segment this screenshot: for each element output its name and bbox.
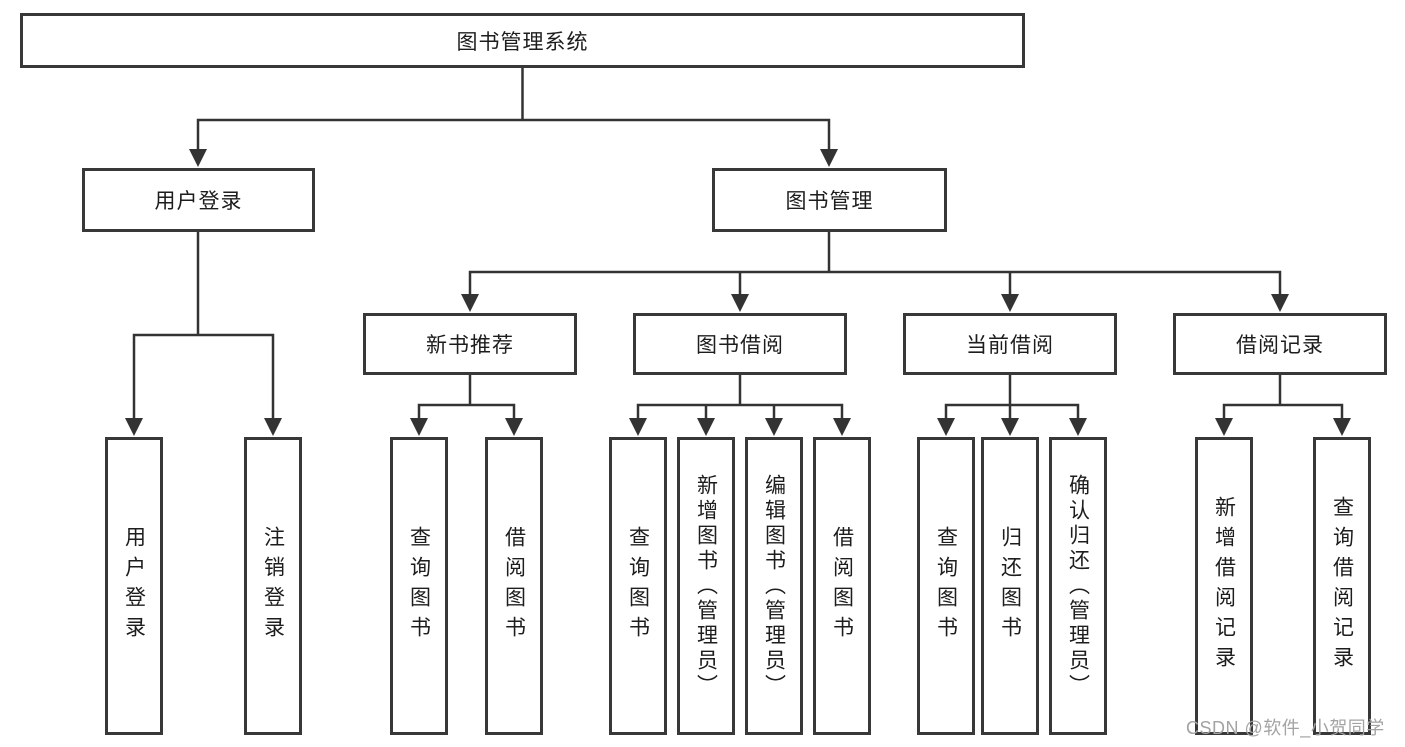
leaf-query-books-current-label: 查询图书 <box>934 526 958 646</box>
node-borrow-records-label: 借阅记录 <box>1236 334 1324 357</box>
leaf-query-books-recommend-label: 查询图书 <box>407 526 431 646</box>
leaf-edit-books-admin: 编辑图书（管理员） <box>745 437 803 735</box>
arrowhead-icon <box>461 294 479 312</box>
arrowhead-icon <box>697 418 715 436</box>
leaf-query-borrow-record-label: 查询借阅记录 <box>1330 496 1354 676</box>
node-book-borrow: 图书借阅 <box>633 313 847 375</box>
edge-root-to-level2 <box>196 68 831 152</box>
leaf-query-borrow-record: 查询借阅记录 <box>1313 437 1371 735</box>
arrowhead-icon <box>1069 418 1087 436</box>
edge-bookmgmt-to-level3 <box>468 232 1282 297</box>
arrowhead-icon <box>937 418 955 436</box>
arrowhead-icon <box>731 294 749 312</box>
edge-bookborrow-to-leaves <box>636 375 844 421</box>
arrowhead-icon <box>629 418 647 436</box>
leaf-borrow-books-label: 借阅图书 <box>830 526 854 646</box>
edge-userlogin-to-leaves <box>132 232 275 421</box>
arrowhead-icon <box>410 418 428 436</box>
leaf-logout-label: 注销登录 <box>261 526 285 646</box>
leaf-query-books-current: 查询图书 <box>917 437 975 735</box>
leaf-user-login-label: 用户登录 <box>122 526 146 646</box>
leaf-query-books-borrow-label: 查询图书 <box>626 526 650 646</box>
leaf-return-books-label: 归还图书 <box>998 526 1022 646</box>
node-new-book-recommend-label: 新书推荐 <box>426 334 514 357</box>
arrowhead-icon <box>833 418 851 436</box>
edge-newbook-to-leaves <box>417 375 516 421</box>
arrowhead-icon <box>1215 418 1233 436</box>
node-book-management-label: 图书管理 <box>785 190 874 213</box>
node-user-login-label: 用户登录 <box>154 190 243 213</box>
node-book-borrow-label: 图书借阅 <box>696 334 784 357</box>
arrowhead-icon <box>1001 418 1019 436</box>
arrowhead-icon <box>820 149 838 167</box>
tree-edges <box>132 68 1344 421</box>
leaf-add-books-admin: 新增图书（管理员） <box>677 437 735 735</box>
arrowhead-icon <box>125 418 143 436</box>
leaf-confirm-return-admin: 确认归还（管理员） <box>1049 437 1107 735</box>
leaf-edit-books-admin-label: 编辑图书（管理员） <box>762 473 786 699</box>
leaf-logout: 注销登录 <box>244 437 302 735</box>
node-new-book-recommend: 新书推荐 <box>363 313 577 375</box>
csdn-watermark: CSDN @软件_小贺同学 <box>1186 718 1385 738</box>
arrowhead-icon <box>765 418 783 436</box>
node-root: 图书管理系统 <box>20 13 1025 68</box>
arrowhead-icon <box>264 418 282 436</box>
leaf-query-books-recommend: 查询图书 <box>390 437 448 735</box>
leaf-user-login: 用户登录 <box>105 437 163 735</box>
arrowhead-icon <box>189 149 207 167</box>
leaf-return-books: 归还图书 <box>981 437 1039 735</box>
node-borrow-records: 借阅记录 <box>1173 313 1387 375</box>
arrowhead-icon <box>1271 294 1289 312</box>
leaf-borrow-books-recommend-label: 借阅图书 <box>502 526 526 646</box>
leaf-query-books-borrow: 查询图书 <box>609 437 667 735</box>
leaf-add-borrow-record-label: 新增借阅记录 <box>1212 496 1236 676</box>
leaf-borrow-books-recommend: 借阅图书 <box>485 437 543 735</box>
arrowhead-icon <box>1333 418 1351 436</box>
arrowhead-icon <box>1001 294 1019 312</box>
node-current-borrow: 当前借阅 <box>903 313 1117 375</box>
arrowhead-icon <box>505 418 523 436</box>
leaf-add-borrow-record: 新增借阅记录 <box>1195 437 1253 735</box>
node-user-login: 用户登录 <box>82 168 315 232</box>
leaf-borrow-books: 借阅图书 <box>813 437 871 735</box>
leaf-confirm-return-admin-label: 确认归还（管理员） <box>1066 473 1090 699</box>
leaf-add-books-admin-label: 新增图书（管理员） <box>694 473 718 699</box>
edge-borrowrecords-to-leaves <box>1222 375 1344 421</box>
node-current-borrow-label: 当前借阅 <box>966 334 1054 357</box>
arrowheads <box>125 149 1351 436</box>
node-book-management: 图书管理 <box>712 168 947 232</box>
node-root-label: 图书管理系统 <box>456 30 589 54</box>
edge-currentborrow-to-leaves <box>944 375 1080 421</box>
